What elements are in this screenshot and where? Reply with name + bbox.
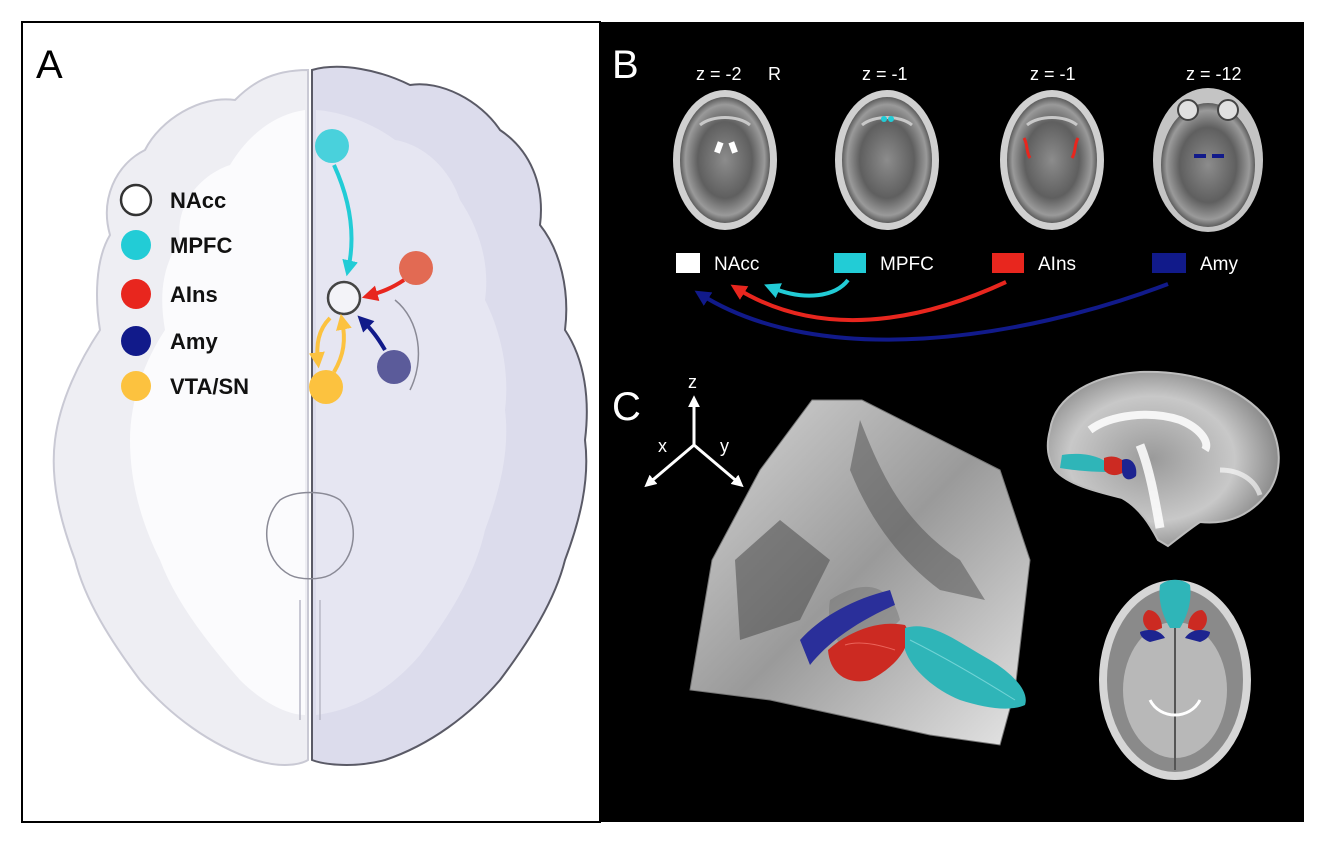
arrow-nacc-to-vta-sn bbox=[308, 316, 332, 369]
arrow-ains-to-nacc bbox=[361, 278, 406, 302]
node-nacc bbox=[326, 280, 362, 316]
cerebellum-fold bbox=[299, 599, 321, 720]
tract-amy bbox=[800, 590, 895, 665]
axis-y-label: y bbox=[720, 436, 729, 456]
axial-slice bbox=[1099, 579, 1251, 780]
roi-swatch-nacc bbox=[676, 253, 700, 273]
slice-side-r: R bbox=[768, 64, 781, 84]
mri-slice-2 bbox=[835, 90, 939, 230]
slice-label-3: z = -1 bbox=[1030, 64, 1076, 84]
white-matter-right bbox=[316, 110, 507, 715]
legend-swatch-ains bbox=[121, 279, 151, 309]
panel-a: A NAcc MPFC AIns Amy VTA/SN bbox=[21, 21, 601, 823]
arrow-b-mpfc-to-nacc bbox=[764, 278, 850, 299]
white-matter-left bbox=[130, 110, 305, 715]
panel-b-letter: B bbox=[612, 43, 639, 87]
roi-swatch-amy bbox=[1152, 253, 1186, 273]
axis-gizmo: z x y bbox=[644, 372, 744, 488]
mri-slice-4 bbox=[1153, 88, 1263, 232]
legend-label-vta-sn: VTA/SN bbox=[170, 374, 249, 399]
axis-y-arrow bbox=[693, 443, 744, 488]
roi-swatch-mpfc bbox=[834, 253, 866, 273]
node-vta-sn bbox=[309, 370, 343, 404]
panel-c-letter: C bbox=[612, 385, 641, 429]
slice-label-1: z = -2 bbox=[696, 64, 742, 84]
roi-label-ains: AIns bbox=[1038, 254, 1076, 275]
slice-label-2: z = -1 bbox=[862, 64, 908, 84]
arrow-mpfc-to-nacc bbox=[332, 164, 358, 277]
slice-label-4: z = -12 bbox=[1186, 64, 1242, 84]
axis-z-label: z bbox=[688, 372, 697, 392]
mri-slice-3 bbox=[1000, 90, 1104, 230]
roi-label-mpfc: MPFC bbox=[880, 254, 934, 275]
legend-label-amy: Amy bbox=[170, 329, 218, 354]
mri-slice-1 bbox=[673, 90, 777, 230]
roi-label-amy: Amy bbox=[1200, 254, 1239, 275]
insula-fold bbox=[394, 299, 420, 391]
arrow-vta-sn-to-nacc bbox=[332, 313, 352, 374]
arrow-b-amy-to-nacc bbox=[694, 282, 1169, 342]
node-mpfc bbox=[315, 129, 349, 163]
region-legend: NAcc MPFC AIns Amy VTA/SN bbox=[119, 183, 249, 401]
panel-a-letter: A bbox=[36, 43, 63, 87]
panel-bc: B z = -2 R z = -1 z = -1 z = -12 bbox=[600, 22, 1304, 822]
legend-label-ains: AIns bbox=[170, 282, 218, 307]
roi-swatch-ains bbox=[992, 253, 1024, 273]
arrow-amy-to-nacc bbox=[357, 315, 387, 352]
legend-swatch-amy bbox=[121, 326, 151, 356]
midbrain-outline bbox=[265, 491, 355, 580]
legend-swatch-mpfc bbox=[121, 230, 151, 260]
axis-x-arrow bbox=[644, 443, 695, 488]
legend-swatch-vta-sn bbox=[121, 371, 151, 401]
tract-ains bbox=[828, 623, 909, 682]
axis-x-label: x bbox=[658, 436, 667, 456]
legend-label-nacc: NAcc bbox=[170, 188, 226, 213]
roi-label-nacc: NAcc bbox=[714, 254, 759, 275]
legend-label-mpfc: MPFC bbox=[170, 233, 232, 258]
arrow-b-ains-to-nacc bbox=[730, 280, 1007, 323]
legend-swatch-nacc bbox=[119, 183, 153, 217]
node-ains bbox=[399, 251, 433, 285]
tractography-volume bbox=[689, 399, 1031, 746]
node-amy bbox=[377, 350, 411, 384]
sagittal-slice bbox=[1046, 370, 1280, 548]
